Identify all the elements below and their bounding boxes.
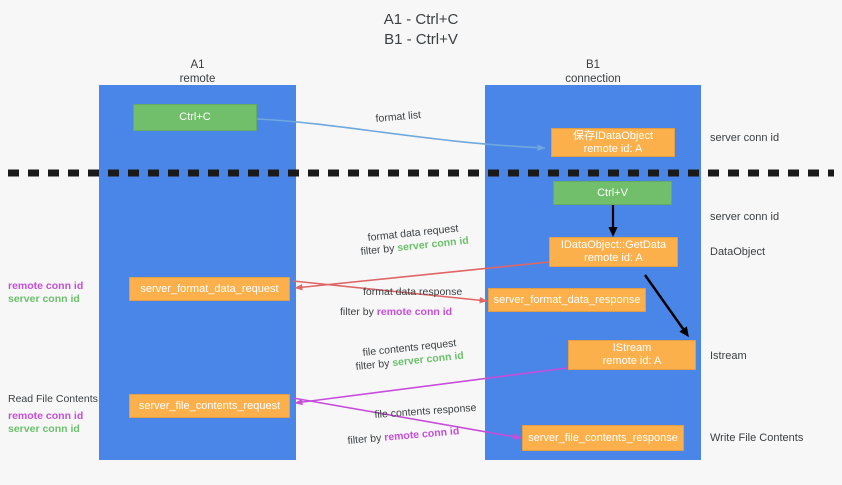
lane-header-a1: A1 remote xyxy=(99,58,296,86)
node-server-format-data-request-label: server_format_data_request xyxy=(140,282,279,295)
node-idataobject-title: 保存IDataObject xyxy=(572,129,654,142)
lane-a1-subtitle: remote xyxy=(179,73,216,85)
left-label-conn-ids-file: remote conn id server conn id xyxy=(8,410,83,436)
right-label-istream: Istream xyxy=(710,350,747,362)
arrow-file-contents-request xyxy=(294,367,568,406)
title-line-2: B1 - Ctrl+V xyxy=(384,31,458,48)
left-label-conn-ids-format: remote conn id server conn id xyxy=(8,280,83,306)
node-ctrl-c[interactable]: Ctrl+C xyxy=(133,104,257,131)
right-label-server-conn-id-mid: server conn id xyxy=(710,211,780,223)
diagram-title: A1 - Ctrl+C B1 - Ctrl+V xyxy=(0,10,842,50)
node-ctrl-v-label: Ctrl+V xyxy=(597,186,628,199)
arrow-format-data-request xyxy=(294,261,550,291)
edge-label-format-data-response-filter: filter by remote conn id xyxy=(340,305,452,319)
lane-b1-subtitle: connection xyxy=(565,73,621,85)
node-ctrl-c-label: Ctrl+C xyxy=(179,111,211,123)
filter-prefix: filter by xyxy=(360,242,398,258)
right-label-server-conn-id-top: server conn id xyxy=(710,132,780,144)
node-istream-subtitle: remote id: A xyxy=(602,355,662,367)
lane-a1-title: A1 xyxy=(190,59,205,71)
arrow-format-data-response xyxy=(292,280,488,304)
filter-prefix: filter by xyxy=(340,306,377,318)
node-server-file-contents-response[interactable]: server_file_contents_response xyxy=(522,425,684,451)
node-server-file-contents-request-label: server_file_contents_request xyxy=(138,399,281,412)
arrow-getdata-to-istream xyxy=(644,274,689,338)
arrow-file-contents-response xyxy=(292,397,522,440)
right-label-write-file-contents: Write File Contents xyxy=(710,432,804,444)
left-label-server-conn-id-1: server conn id xyxy=(8,293,80,305)
filter-prefix: filter by xyxy=(355,357,393,373)
node-idataobject[interactable]: 保存IDataObject remote id: A xyxy=(551,128,675,157)
left-label-read-file-contents: Read File Contents xyxy=(8,393,98,405)
left-label-server-conn-id-2: server conn id xyxy=(8,423,80,435)
arrow-format-list xyxy=(256,118,546,151)
edge-label-format-data-response: format data response xyxy=(363,286,463,298)
lane-b1-title: B1 xyxy=(585,59,601,71)
node-server-format-data-response[interactable]: server_format_data_response xyxy=(488,288,646,312)
node-idataobject-getdata[interactable]: IDataObject::GetData remote id: A xyxy=(549,237,678,267)
node-server-file-contents-request[interactable]: server_file_contents_request xyxy=(129,394,290,418)
node-server-format-data-request[interactable]: server_format_data_request xyxy=(129,277,290,301)
node-server-file-contents-response-label: server_file_contents_response xyxy=(528,431,678,444)
node-server-format-data-response-label: server_format_data_response xyxy=(493,293,641,306)
right-label-dataobject: DataObject xyxy=(710,246,766,258)
node-getdata-subtitle: remote id: A xyxy=(584,252,643,264)
left-label-remote-conn-id-1: remote conn id xyxy=(8,280,84,292)
lane-header-b1: B1 connection xyxy=(485,58,701,86)
left-label-remote-conn-id-2: remote conn id xyxy=(8,410,84,422)
title-line-1: A1 - Ctrl+C xyxy=(383,11,459,28)
node-getdata-title: IDataObject::GetData xyxy=(560,239,667,251)
filter-prefix: filter by xyxy=(347,431,385,447)
node-idataobject-subtitle: remote id: A xyxy=(583,142,643,155)
filter-value-remote-conn-id: remote conn id xyxy=(376,306,453,318)
node-istream-title: IStream xyxy=(612,342,652,354)
node-ctrl-v[interactable]: Ctrl+V xyxy=(553,181,672,205)
node-istream[interactable]: IStream remote id: A xyxy=(568,340,696,370)
